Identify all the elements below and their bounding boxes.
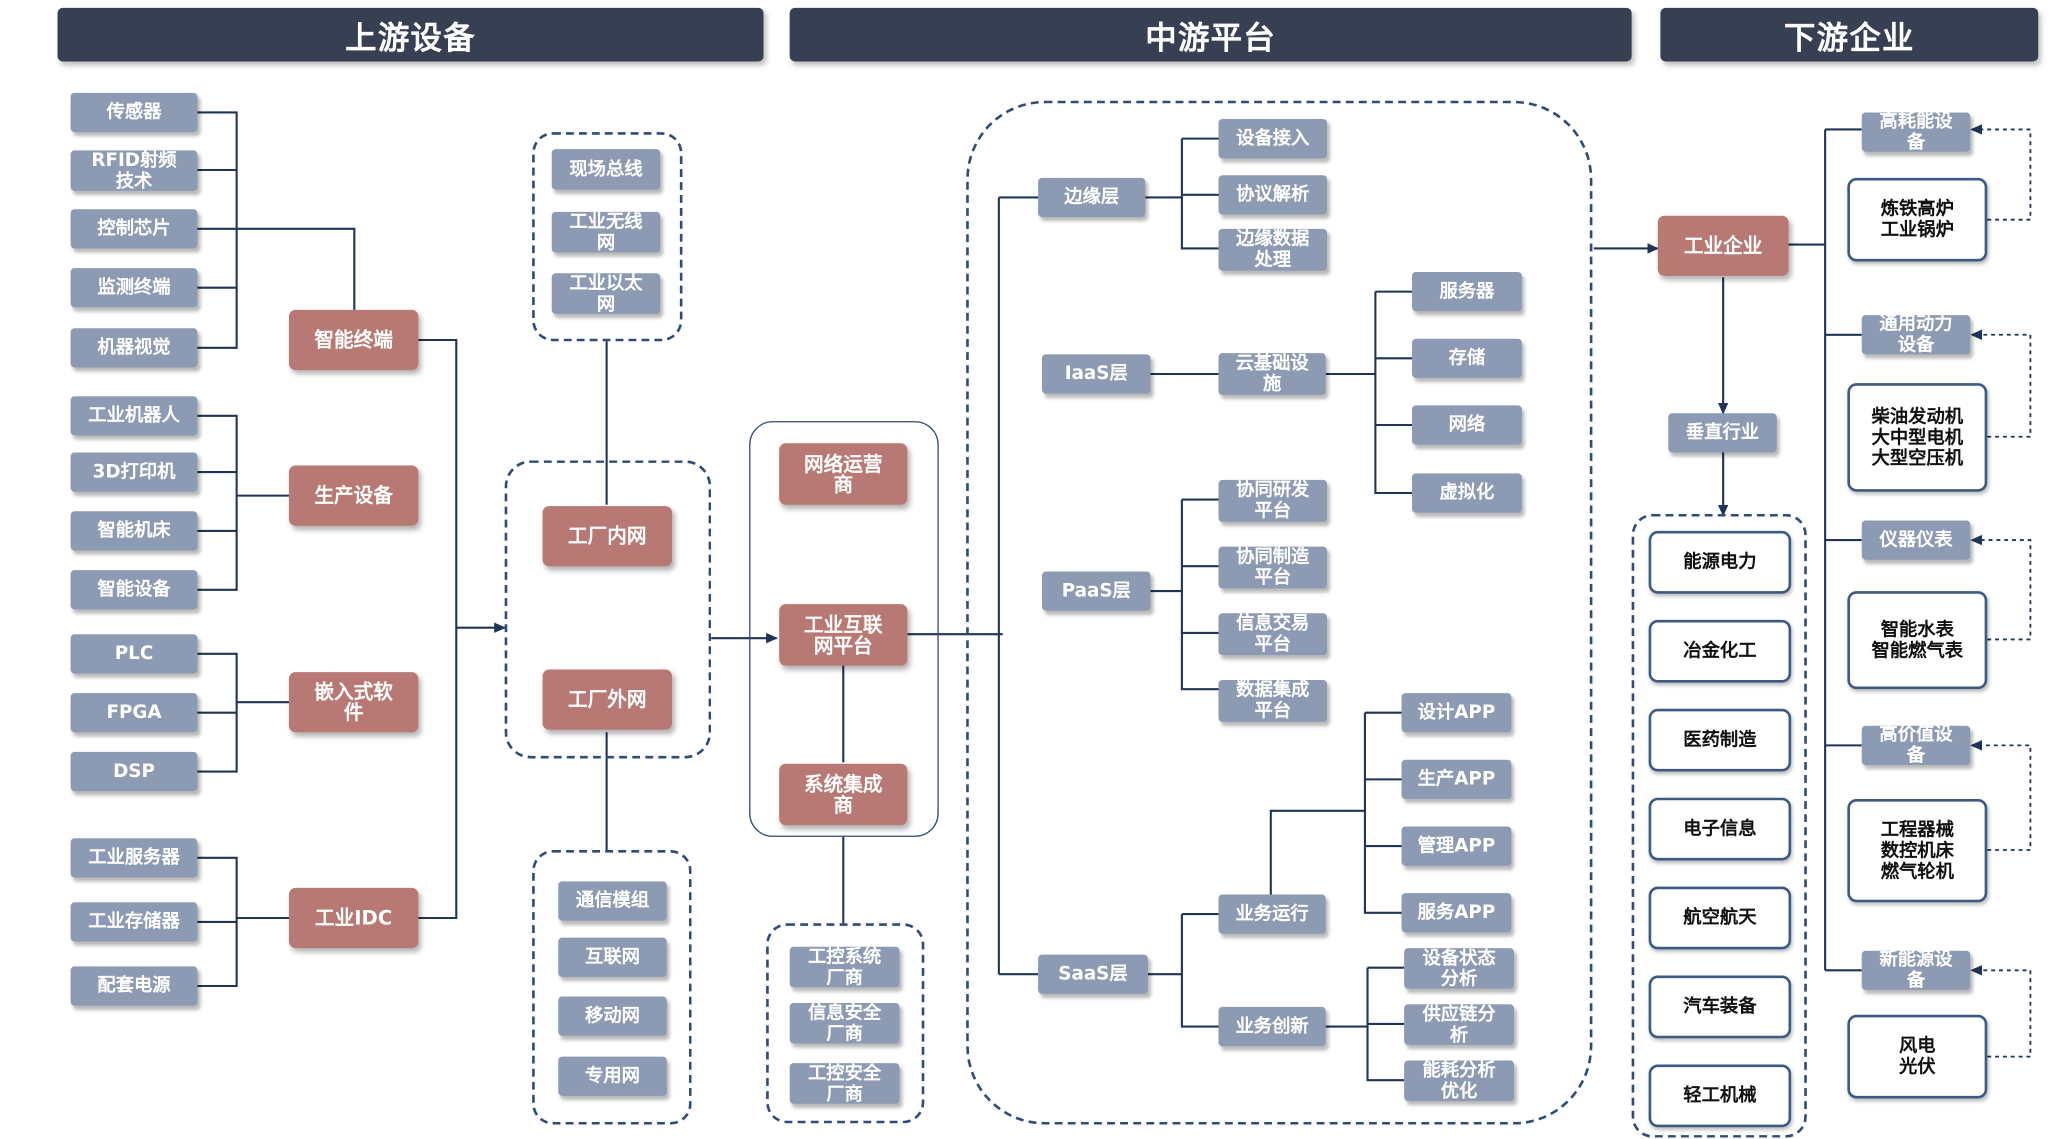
platform-main-item: 系统集成 商 bbox=[779, 763, 908, 826]
vertical-item: 冶金化工 bbox=[1648, 619, 1792, 683]
iaas-item: 网络 bbox=[1411, 405, 1522, 445]
vertical-item: 能源电力 bbox=[1648, 530, 1792, 594]
vertical-item: 电子信息 bbox=[1648, 797, 1792, 861]
vertical-item: 航空航天 bbox=[1648, 886, 1792, 950]
upstream-item: 监测终端 bbox=[70, 268, 198, 308]
vertical-item: 医药制造 bbox=[1648, 708, 1792, 772]
vertical-item: 汽车装备 bbox=[1648, 975, 1792, 1039]
equipment-examples: 工程器械 数控机床 燃气轮机 bbox=[1847, 798, 1988, 903]
cloud-infrastructure: 云基础设 施 bbox=[1218, 353, 1326, 395]
equipment-category: 高价值设 备 bbox=[1861, 724, 1971, 766]
saas-innovation-item: 能耗分析 优化 bbox=[1404, 1060, 1514, 1102]
upstream-header: 上游设备 bbox=[57, 7, 764, 62]
equipment-examples: 柴油发动机 大中型电机 大型空压机 bbox=[1847, 383, 1988, 492]
saas-layer: SaaS层 bbox=[1038, 954, 1148, 994]
network-top-item: 工业无线 网 bbox=[551, 211, 661, 253]
equipment-examples: 智能水表 智能燃气表 bbox=[1847, 591, 1988, 690]
edge-layer: 边缘层 bbox=[1038, 177, 1146, 218]
upstream-item: DSP bbox=[70, 751, 198, 792]
saas-innovation-item: 供应链分 析 bbox=[1404, 1004, 1514, 1045]
upstream-item: FPGA bbox=[70, 693, 198, 733]
upstream-item: 3D打印机 bbox=[70, 452, 198, 492]
upstream-item: 工业服务器 bbox=[70, 838, 198, 878]
upstream-item: 配套电源 bbox=[70, 966, 198, 1006]
equipment-category: 高耗能设 备 bbox=[1861, 111, 1971, 153]
factory-intranet: 工厂内网 bbox=[542, 506, 673, 567]
saas-innovation-item: 设备状态 分析 bbox=[1404, 947, 1514, 989]
platform-main-item: 工业互联 网平台 bbox=[779, 604, 908, 666]
platform-group bbox=[749, 421, 939, 837]
vendor-group bbox=[766, 923, 925, 1124]
paas-item: 协同研发 平台 bbox=[1218, 479, 1328, 522]
edge-item: 边缘数据 处理 bbox=[1218, 228, 1328, 271]
upstream-item: RFID射频 技术 bbox=[70, 150, 198, 192]
iaas-layer: IaaS层 bbox=[1041, 354, 1151, 394]
upstream-item: 传感器 bbox=[70, 92, 198, 133]
network-top-group bbox=[532, 132, 683, 342]
upstream-item: 智能机床 bbox=[70, 511, 198, 551]
business-operation: 业务运行 bbox=[1218, 894, 1326, 934]
saas-app-item: 管理APP bbox=[1401, 826, 1512, 866]
business-innovation: 业务创新 bbox=[1218, 1006, 1326, 1047]
vendor-item: 工控系统 厂商 bbox=[789, 946, 900, 988]
saas-app-item: 设计APP bbox=[1401, 693, 1512, 733]
downstream-header: 下游企业 bbox=[1660, 7, 2039, 62]
industrial-enterprise: 工业企业 bbox=[1657, 215, 1789, 276]
equipment-examples: 炼铁高炉 工业锅炉 bbox=[1847, 177, 1988, 262]
paas-item: 协同制造 平台 bbox=[1218, 546, 1328, 589]
upstream-category: 生产设备 bbox=[288, 465, 419, 526]
platform-layers-group bbox=[966, 100, 1593, 1125]
vendor-item: 信息安全 厂商 bbox=[789, 1002, 900, 1044]
vendor-item: 工控安全 厂商 bbox=[789, 1062, 900, 1104]
iaas-item: 虚拟化 bbox=[1411, 473, 1522, 513]
upstream-item: 工业存储器 bbox=[70, 902, 198, 942]
factory-network-group bbox=[504, 460, 712, 759]
upstream-item: 控制芯片 bbox=[70, 209, 198, 249]
paas-item: 信息交易 平台 bbox=[1218, 613, 1328, 656]
upstream-category: 嵌入式软 件 bbox=[288, 672, 419, 733]
network-bottom-item: 专用网 bbox=[558, 1056, 667, 1096]
network-bottom-group bbox=[532, 849, 692, 1125]
midstream-header: 中游平台 bbox=[789, 7, 1632, 62]
vertical-industry: 垂直行业 bbox=[1668, 413, 1777, 453]
paas-layer: PaaS层 bbox=[1041, 571, 1151, 611]
network-bottom-item: 通信模组 bbox=[558, 881, 667, 921]
network-top-item: 工业以太 网 bbox=[551, 273, 661, 314]
upstream-category: 工业IDC bbox=[288, 887, 419, 949]
equipment-category: 仪器仪表 bbox=[1861, 520, 1971, 560]
vertical-item: 轻工机械 bbox=[1648, 1064, 1792, 1128]
upstream-item: PLC bbox=[70, 634, 198, 674]
upstream-category: 智能终端 bbox=[288, 309, 419, 371]
platform-main-item: 网络运营 商 bbox=[779, 443, 908, 505]
factory-extranet: 工厂外网 bbox=[542, 669, 673, 730]
network-bottom-item: 移动网 bbox=[558, 996, 667, 1036]
vertical-industries-group bbox=[1631, 513, 1807, 1138]
upstream-item: 工业机器人 bbox=[70, 396, 198, 436]
iaas-item: 服务器 bbox=[1411, 271, 1522, 312]
equipment-category: 新能源设 备 bbox=[1861, 949, 1971, 991]
edge-item: 设备接入 bbox=[1218, 118, 1328, 159]
equipment-examples: 风电 光伏 bbox=[1847, 1014, 1988, 1099]
upstream-item: 机器视觉 bbox=[70, 328, 198, 368]
network-bottom-item: 互联网 bbox=[558, 937, 667, 977]
upstream-item: 智能设备 bbox=[70, 570, 198, 610]
network-top-item: 现场总线 bbox=[551, 149, 661, 190]
edge-item: 协议解析 bbox=[1218, 175, 1328, 215]
saas-app-item: 生产APP bbox=[1401, 759, 1512, 799]
iaas-item: 存储 bbox=[1411, 338, 1522, 378]
equipment-category: 通用动力 设备 bbox=[1861, 314, 1971, 356]
saas-app-item: 服务APP bbox=[1401, 893, 1512, 933]
paas-item: 数据集成 平台 bbox=[1218, 679, 1328, 722]
